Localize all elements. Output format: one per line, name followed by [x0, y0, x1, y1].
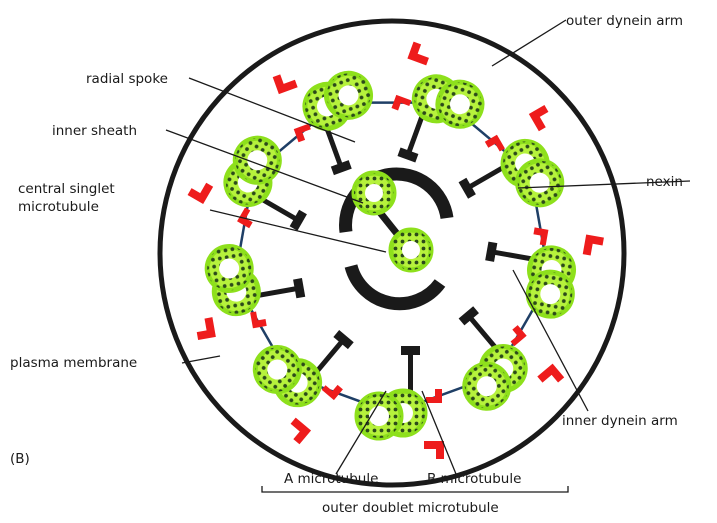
outer-doublet — [495, 132, 570, 214]
central-singlet-label-line1: central singlet — [18, 181, 115, 197]
b-microtubule — [357, 394, 401, 438]
inner-dynein-arm — [250, 310, 267, 328]
central-singlet-microtubule-top — [354, 173, 394, 213]
radial-spoke — [318, 124, 352, 175]
inner-dynein-arm — [237, 207, 257, 228]
inner-dynein-arm — [392, 95, 412, 114]
radial-spoke-label: radial spoke — [86, 71, 168, 87]
a-microtubule-label: A microtubule — [284, 471, 378, 487]
radial-spoke — [485, 242, 535, 269]
inner-dynein-arm — [426, 389, 442, 403]
outer-dynein-arm — [284, 418, 311, 445]
outer-dynein-arm — [407, 42, 432, 66]
central-singlet-label-line2: microtubule — [18, 199, 99, 215]
radial-spoke — [401, 346, 420, 393]
dynein-arm-pair — [424, 389, 444, 459]
inner-dynein-arm — [322, 379, 343, 400]
outer-doublet — [246, 336, 328, 416]
inner-dynein-arm-label: inner dynein arm — [562, 413, 678, 429]
radial-spoke — [256, 278, 306, 305]
outer-dynein-arm — [273, 70, 298, 94]
panel-label: (B) — [10, 451, 30, 467]
nexin-label: nexin — [646, 174, 683, 190]
inner-dynein-arm — [532, 227, 549, 245]
outer-dynein-arm — [583, 234, 604, 257]
outer-dynein-arm — [424, 441, 444, 459]
outer-doublet — [357, 391, 425, 438]
inner-sheath-label: inner sheath — [52, 123, 137, 139]
b-microtubule-label: B microtubule — [427, 471, 521, 487]
outer-dynein-arm — [529, 105, 555, 131]
inner-sheath-lower — [351, 266, 440, 304]
outer-dynein-arm — [188, 178, 214, 204]
b-microtubule-leader — [422, 391, 456, 474]
central-singlet-microtubule-bottom — [391, 230, 431, 270]
outer-doublet — [204, 243, 262, 318]
outer-doublet — [454, 338, 536, 418]
outer-dynein-arm — [537, 364, 564, 391]
outer-dynein-arm-leader — [492, 20, 566, 66]
outer-doublet-microtubule-label: outer doublet microtubule — [322, 500, 499, 516]
outer-doublet — [522, 244, 580, 319]
plasma-membrane-label: plasma membrane — [10, 355, 137, 371]
outer-dynein-arm — [195, 317, 216, 340]
outer-dynein-arm-label: outer dynein arm — [566, 13, 683, 29]
